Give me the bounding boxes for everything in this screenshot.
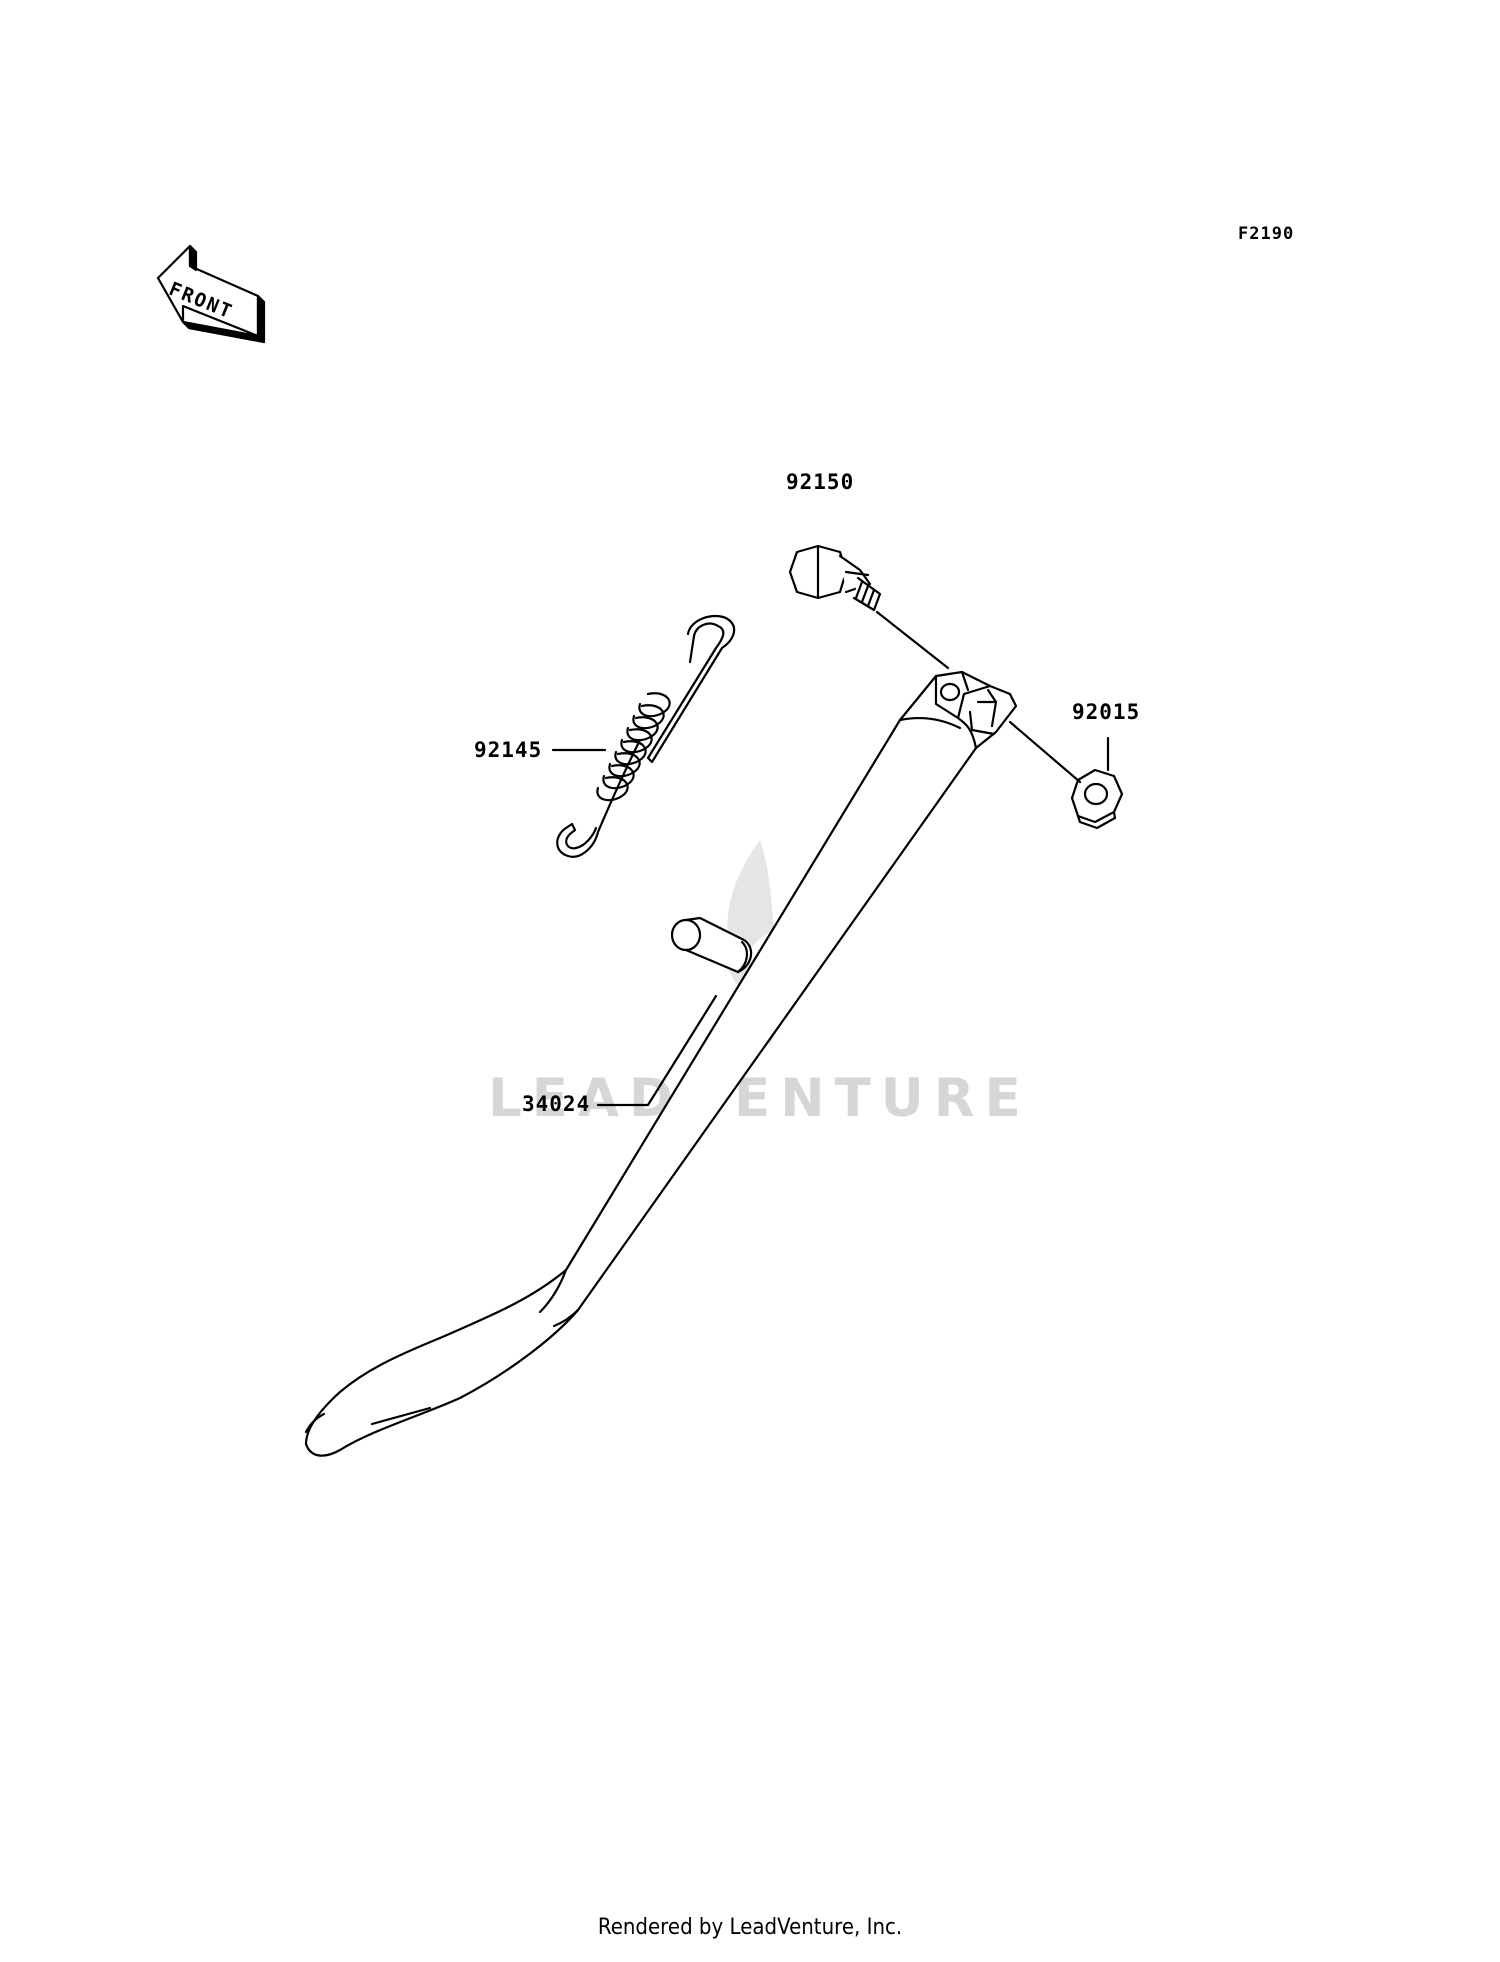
front-arrow-icon [156, 244, 266, 344]
side-stand-leader [596, 994, 718, 1107]
callout-34024: 34024 [522, 1092, 591, 1116]
spring-part [556, 614, 736, 858]
figure-code: F2190 [1238, 224, 1295, 244]
callout-92150: 92150 [786, 470, 855, 494]
side-stand-part [304, 670, 1018, 1457]
watermark-text: LEADVENTURE [488, 1068, 1031, 1129]
callout-92015: 92015 [1072, 700, 1141, 724]
nut-leader [1008, 720, 1082, 784]
callout-92145: 92145 [474, 738, 543, 762]
footer-credit: Rendered by LeadVenture, Inc. [597, 1915, 903, 1940]
bolt-leader [875, 610, 950, 670]
stand-pin-part [670, 916, 753, 974]
bolt-part [788, 544, 882, 612]
nut-part [1070, 768, 1124, 830]
